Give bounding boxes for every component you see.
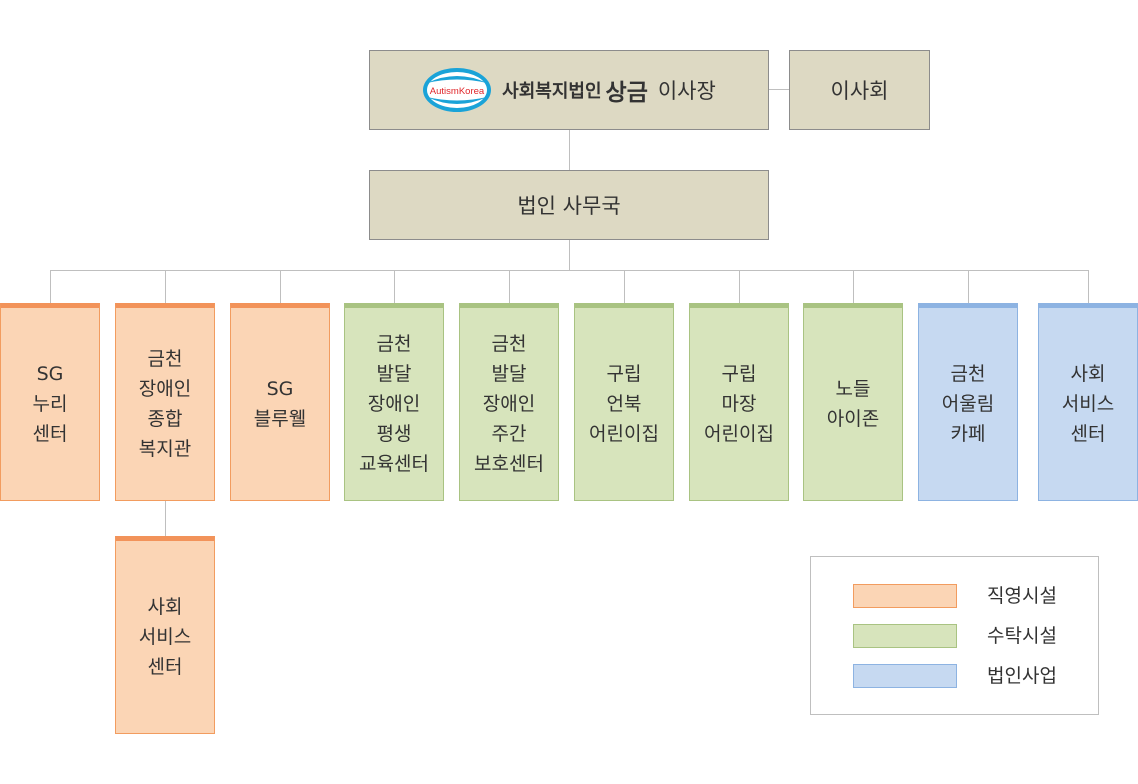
svg-text:AutismKorea: AutismKorea: [430, 86, 485, 97]
connector-horizontal-bus: [50, 270, 1089, 271]
legend-item-corporate: 법인사업: [853, 664, 1073, 690]
unit-majang-daycare: 구립 마장 어린이집: [689, 303, 789, 501]
legend-label: 직영시설: [987, 585, 1057, 607]
unit-lifelong-education-center: 금천 발달 장애인 평생 교육센터: [344, 303, 444, 501]
office-label: 법인 사무국: [517, 194, 621, 218]
unit-geumcheon-welfare-center: 금천 장애인 종합 복지관: [115, 303, 215, 501]
autism-korea-logo: AutismKorea: [423, 68, 492, 112]
connector-chair-office: [569, 129, 570, 171]
connector-drop-5: [509, 270, 510, 304]
unit-label: 구립 마장 어린이집: [704, 363, 774, 445]
chairman-org: 사회복지법인: [502, 81, 602, 102]
unit-label: 구립 언북 어린이집: [589, 363, 659, 445]
chairman-title: 이사장: [657, 79, 716, 103]
connector-drop-1: [50, 270, 51, 304]
unit-label: 사회 서비스 센터: [138, 596, 192, 678]
unit-sg-bluewell: SG 블루웰: [230, 303, 330, 501]
connector-chair-board: [768, 89, 790, 90]
legend-swatch-entrusted: [853, 624, 957, 648]
unit-social-service-center: 사회 서비스 센터: [1038, 303, 1138, 501]
legend-item-direct: 직영시설: [853, 584, 1073, 610]
connector-drop-6: [624, 270, 625, 304]
unit-nodeul-izone: 노들 아이존: [803, 303, 903, 501]
unit-label: 사회 서비스 센터: [1061, 363, 1115, 445]
unit-label: 금천 발달 장애인 주간 보호센터: [474, 333, 544, 475]
legend-swatch-corporate: [853, 664, 957, 688]
unit-label: SG 블루웰: [253, 378, 307, 430]
connector-drop-8: [853, 270, 854, 304]
legend-item-entrusted: 수탁시설: [853, 624, 1073, 650]
legend-swatch-direct: [853, 584, 957, 608]
unit-eonbuk-daycare: 구립 언북 어린이집: [574, 303, 674, 501]
unit-label: SG 누리 센터: [32, 363, 68, 445]
unit-sg-nuri-center: SG 누리 센터: [0, 303, 100, 501]
connector-drop-10: [1088, 270, 1089, 304]
unit-eoullim-cafe: 금천 어울림 카페: [918, 303, 1018, 501]
unit-label: 금천 장애인 종합 복지관: [138, 348, 192, 460]
legend-label: 법인사업: [987, 665, 1057, 687]
connector-drop-3: [280, 270, 281, 304]
unit-label: 노들 아이존: [826, 378, 880, 430]
chairman-box: AutismKorea 사회복지법인 상금 이사장: [369, 50, 769, 130]
unit-label: 금천 발달 장애인 평생 교육센터: [359, 333, 429, 475]
subunit-social-service-center: 사회 서비스 센터: [115, 536, 215, 734]
connector-drop-9: [968, 270, 969, 304]
connector-drop-4: [394, 270, 395, 304]
connector-drop-2: [165, 270, 166, 304]
connector-welfare-subunit: [165, 500, 166, 537]
unit-label: 금천 어울림 카페: [941, 363, 995, 445]
connector-drop-7: [739, 270, 740, 304]
board-label: 이사회: [830, 79, 889, 103]
chairman-name: 상금: [605, 80, 648, 106]
connector-office-bus: [569, 239, 570, 270]
legend: 직영시설 수탁시설 법인사업: [810, 556, 1099, 715]
unit-day-care-center: 금천 발달 장애인 주간 보호센터: [459, 303, 559, 501]
legend-label: 수탁시설: [987, 625, 1057, 647]
office-box: 법인 사무국: [369, 170, 769, 240]
board-box: 이사회: [789, 50, 930, 130]
